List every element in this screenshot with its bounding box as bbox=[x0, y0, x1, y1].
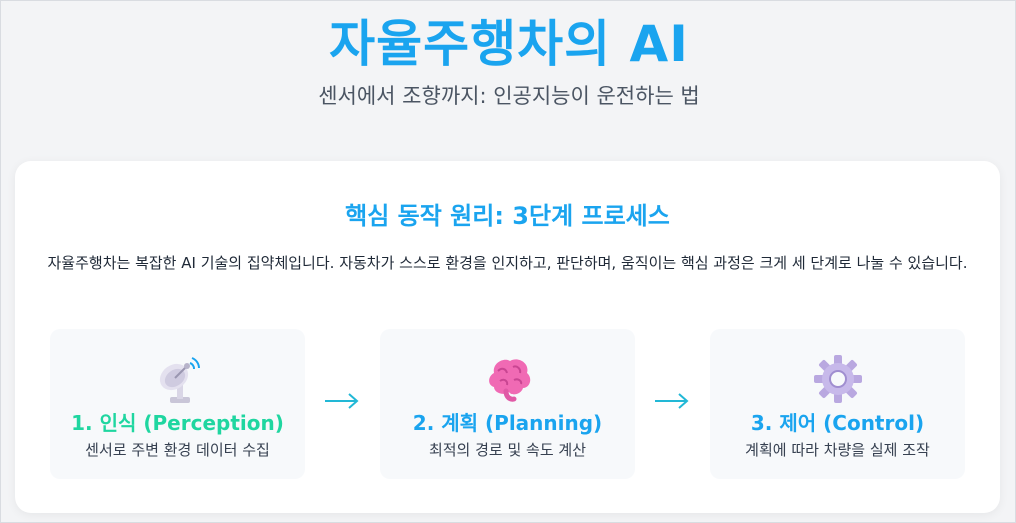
arrow-right-icon bbox=[652, 386, 692, 416]
step-card-perception: 1. 인식 (Perception) 센서로 주변 환경 데이터 수집 bbox=[50, 329, 305, 479]
arrow-right-icon bbox=[322, 386, 362, 416]
gear-icon bbox=[710, 349, 965, 409]
section-title: 핵심 동작 원리: 3단계 프로세스 bbox=[345, 202, 670, 230]
page-subtitle: 센서에서 조향까지: 인공지능이 운전하는 법 bbox=[318, 84, 700, 108]
page-title: 자율주행차의 AI bbox=[329, 15, 689, 73]
step-desc-planning: 최적의 경로 및 속도 계산 bbox=[428, 441, 587, 459]
step-card-planning: 2. 계획 (Planning) 최적의 경로 및 속도 계산 bbox=[380, 329, 635, 479]
brain-icon bbox=[380, 349, 635, 409]
step-desc-perception: 센서로 주변 환경 데이터 수집 bbox=[85, 441, 270, 459]
step-title-planning: 2. 계획 (Planning) bbox=[412, 411, 603, 435]
step-card-control: 3. 제어 (Control) 계획에 따라 차량을 실제 조작 bbox=[710, 329, 965, 479]
step-desc-control: 계획에 따라 차량을 실제 조작 bbox=[745, 441, 930, 459]
process-card: 핵심 동작 원리: 3단계 프로세스 자율주행차는 복잡한 AI 기술의 집약체… bbox=[15, 161, 1000, 513]
section-description: 자율주행차는 복잡한 AI 기술의 집약체입니다. 자동차가 스스로 환경을 인… bbox=[47, 254, 968, 272]
satellite-dish-icon bbox=[50, 349, 305, 409]
step-title-control: 3. 제어 (Control) bbox=[750, 411, 925, 435]
step-title-perception: 1. 인식 (Perception) bbox=[71, 411, 284, 435]
